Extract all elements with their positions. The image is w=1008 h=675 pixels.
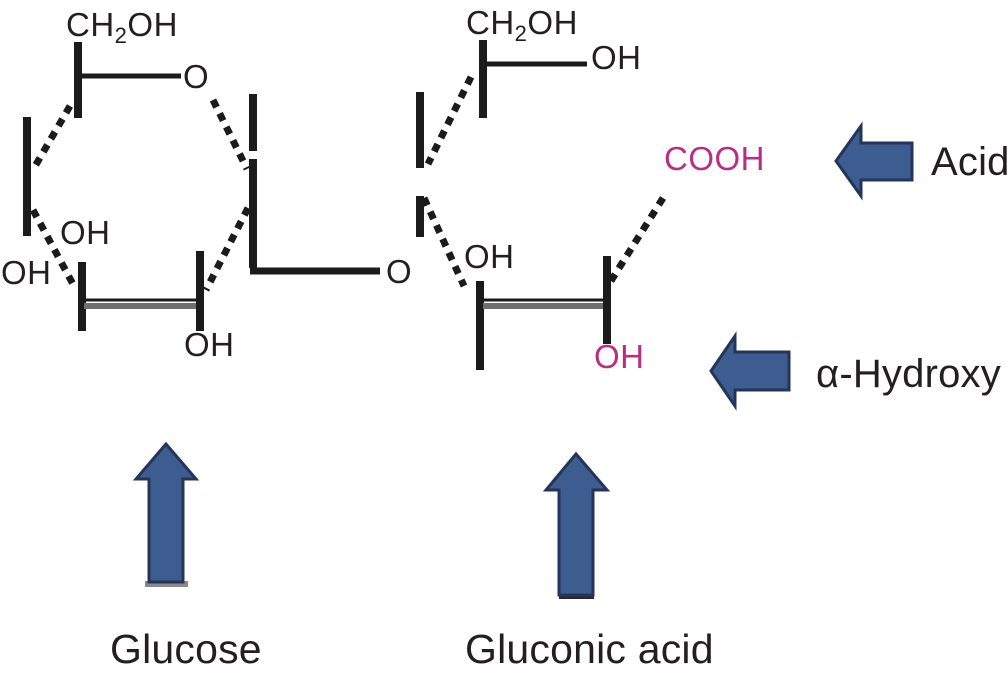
glucose-ch2oh-prefix: CH bbox=[66, 6, 115, 43]
gluconic-bond-c3-cooh-dashed bbox=[606, 196, 666, 286]
alpha-hydroxy-annotation-label: α-Hydroxy bbox=[816, 352, 1001, 396]
glucose-oh-inner-label: OH bbox=[60, 214, 111, 251]
gluconic-structure bbox=[416, 40, 666, 370]
glucose-bond-c1-c2-dashed bbox=[202, 206, 252, 292]
glucose-bond-c5-c4-dashed bbox=[30, 104, 74, 170]
gluconic-bond-c5-c4-dashed bbox=[420, 196, 468, 288]
glucose-ch2oh-suffix: OH bbox=[127, 6, 178, 43]
gluconic-ch2oh-subscript: 2 bbox=[514, 21, 528, 46]
gluconic-caption: Gluconic acid bbox=[465, 626, 714, 672]
glucose-up-arrow-icon bbox=[132, 441, 200, 584]
gluconic-alpha-oh-label: OH bbox=[594, 338, 645, 375]
acid-arrow-icon bbox=[834, 121, 914, 201]
glucose-oh-outer-label: OH bbox=[1, 254, 52, 291]
glucose-caption: Glucose bbox=[110, 626, 262, 672]
glucose-bond-ringO-c1-dashed bbox=[209, 98, 251, 171]
glucose-oh-lower-label: OH bbox=[184, 326, 235, 363]
glucose-ch2oh-label: CH2OH bbox=[66, 6, 178, 46]
gluconic-ch2oh-suffix: OH bbox=[527, 4, 578, 41]
gluconic-oh-top-label: OH bbox=[591, 39, 642, 76]
glucose-ch2oh-subscript: 2 bbox=[114, 23, 128, 48]
glucose-ring-oxygen-label: O bbox=[183, 58, 210, 95]
gluconic-ch2oh-prefix: CH bbox=[466, 4, 515, 41]
linking-oxygen-label: O bbox=[386, 253, 413, 290]
gluconic-ch2oh-label: CH2OH bbox=[466, 4, 578, 44]
gluconic-up-arrow-icon bbox=[542, 451, 611, 597]
gluconic-oh-mid-label: OH bbox=[464, 238, 515, 275]
alpha-hydroxy-arrow-icon bbox=[709, 331, 791, 411]
glucose-structure bbox=[23, 42, 380, 331]
acid-annotation-label: Acid bbox=[931, 140, 1008, 184]
gluconic-bond-c6-c5-dashed bbox=[424, 75, 475, 166]
gluconic-cooh-label: COOH bbox=[664, 140, 765, 177]
